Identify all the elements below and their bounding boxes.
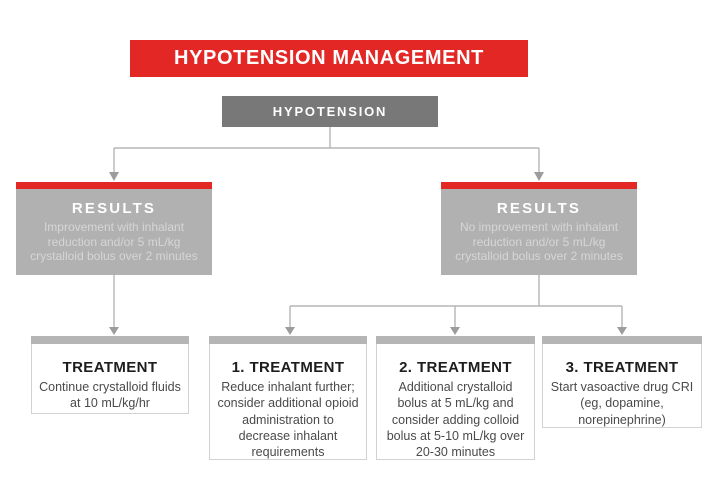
treatment-text: Additional crystalloid bolus at 5 mL/kg … xyxy=(386,380,525,459)
treatment-text: Continue crystalloid fluids at 10 mL/kg/… xyxy=(39,380,181,411)
gray-top-bar xyxy=(209,336,367,344)
node-results-no-improvement: RESULTS No improvement with inhalant red… xyxy=(441,182,637,275)
treatment-heading: 3. TREATMENT xyxy=(565,359,679,376)
node-hypotension: HYPOTENSION xyxy=(222,96,438,127)
gray-top-bar xyxy=(376,336,535,344)
arrow-down-icon xyxy=(534,172,544,181)
results-text: No improvement with inhalant reduction a… xyxy=(455,220,623,264)
treatment-heading: TREATMENT xyxy=(62,359,158,376)
node-results-improvement: RESULTS Improvement with inhalant reduct… xyxy=(16,182,212,275)
treatment-heading: 1. TREATMENT xyxy=(231,359,345,376)
arrow-down-icon xyxy=(109,172,119,181)
treatment-heading: 2. TREATMENT xyxy=(399,359,512,376)
gray-top-bar xyxy=(542,336,702,344)
treatment-text: Start vasoactive drug CRI (eg, dopamine,… xyxy=(550,380,694,427)
results-heading: RESULTS xyxy=(496,200,582,217)
arrow-down-icon xyxy=(450,327,460,335)
results-heading: RESULTS xyxy=(71,200,157,217)
arrow-down-icon xyxy=(109,327,119,335)
arrow-down-icon xyxy=(617,327,627,335)
gray-top-bar xyxy=(31,336,189,344)
node-treatment-continue-fluids: TREATMENT Continue crystalloid fluids at… xyxy=(31,336,189,414)
title-banner: HYPOTENSION MANAGEMENT xyxy=(130,40,528,77)
node-treatment-2-additional-bolus: 2. TREATMENT Additional crystalloid bolu… xyxy=(376,336,535,460)
node-treatment-3-vasoactive-cri: 3. TREATMENT Start vasoactive drug CRI (… xyxy=(542,336,702,428)
results-text: Improvement with inhalant reduction and/… xyxy=(30,220,198,264)
arrow-down-icon xyxy=(285,327,295,335)
red-accent-bar xyxy=(441,182,637,189)
red-accent-bar xyxy=(16,182,212,189)
treatment-text: Reduce inhalant further; consider additi… xyxy=(217,380,359,459)
node-treatment-1-reduce-inhalant: 1. TREATMENT Reduce inhalant further; co… xyxy=(209,336,367,460)
